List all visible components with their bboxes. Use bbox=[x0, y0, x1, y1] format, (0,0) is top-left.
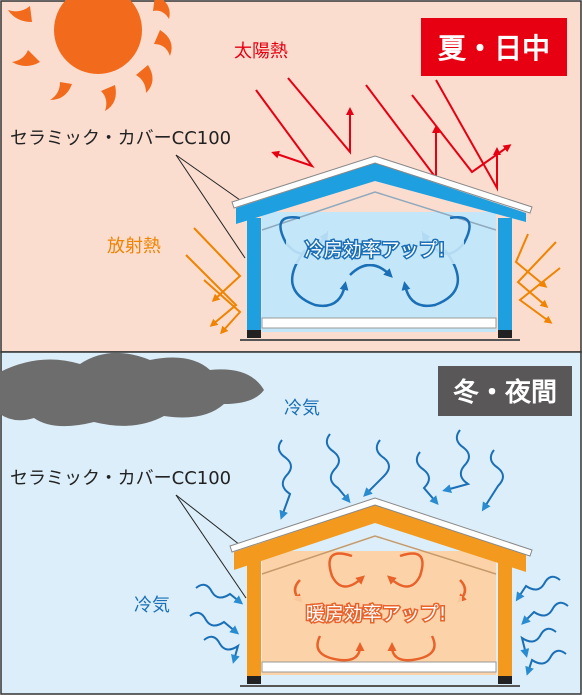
summer-badge bbox=[421, 18, 567, 76]
winter-panel: 冬・夜間 冷気 セラミック・カバーCC100 冷気 bbox=[0, 351, 582, 695]
winter-leader-lines bbox=[175, 494, 247, 599]
winter-badge-text: 冬・夜間 bbox=[453, 377, 557, 408]
cold-air-arrows-left bbox=[189, 583, 244, 664]
radiant-heat-arrows-right bbox=[514, 233, 561, 324]
cloud-icon bbox=[0, 352, 264, 427]
sun-icon bbox=[8, 0, 172, 111]
cold-air-top-label: 冷気 bbox=[284, 398, 320, 419]
cold-air-side-label: 冷気 bbox=[134, 595, 170, 616]
cold-air-arrows-right bbox=[515, 575, 569, 676]
winter-effect-text: 暖房効率アップ! bbox=[306, 603, 447, 625]
summer-panel: 夏・日中 太陽熱 セラミック・カバーCC100 放射熱 bbox=[0, 0, 582, 353]
winter-badge bbox=[438, 366, 572, 416]
sun-heat-arrows bbox=[255, 77, 512, 192]
summer-product-label: セラミック・カバーCC100 bbox=[10, 128, 231, 149]
summer-badge-text: 夏・日中 bbox=[438, 32, 550, 65]
sun-heat-label: 太陽熱 bbox=[234, 41, 288, 62]
winter-product-label: セラミック・カバーCC100 bbox=[10, 468, 231, 489]
summer-leader-lines bbox=[175, 154, 246, 259]
radiant-heat-label: 放射熱 bbox=[107, 236, 161, 257]
summer-effect-text: 冷房効率アップ! bbox=[305, 239, 446, 261]
cold-air-arrows-top bbox=[277, 429, 504, 520]
radiant-heat-arrows-left bbox=[185, 227, 242, 335]
